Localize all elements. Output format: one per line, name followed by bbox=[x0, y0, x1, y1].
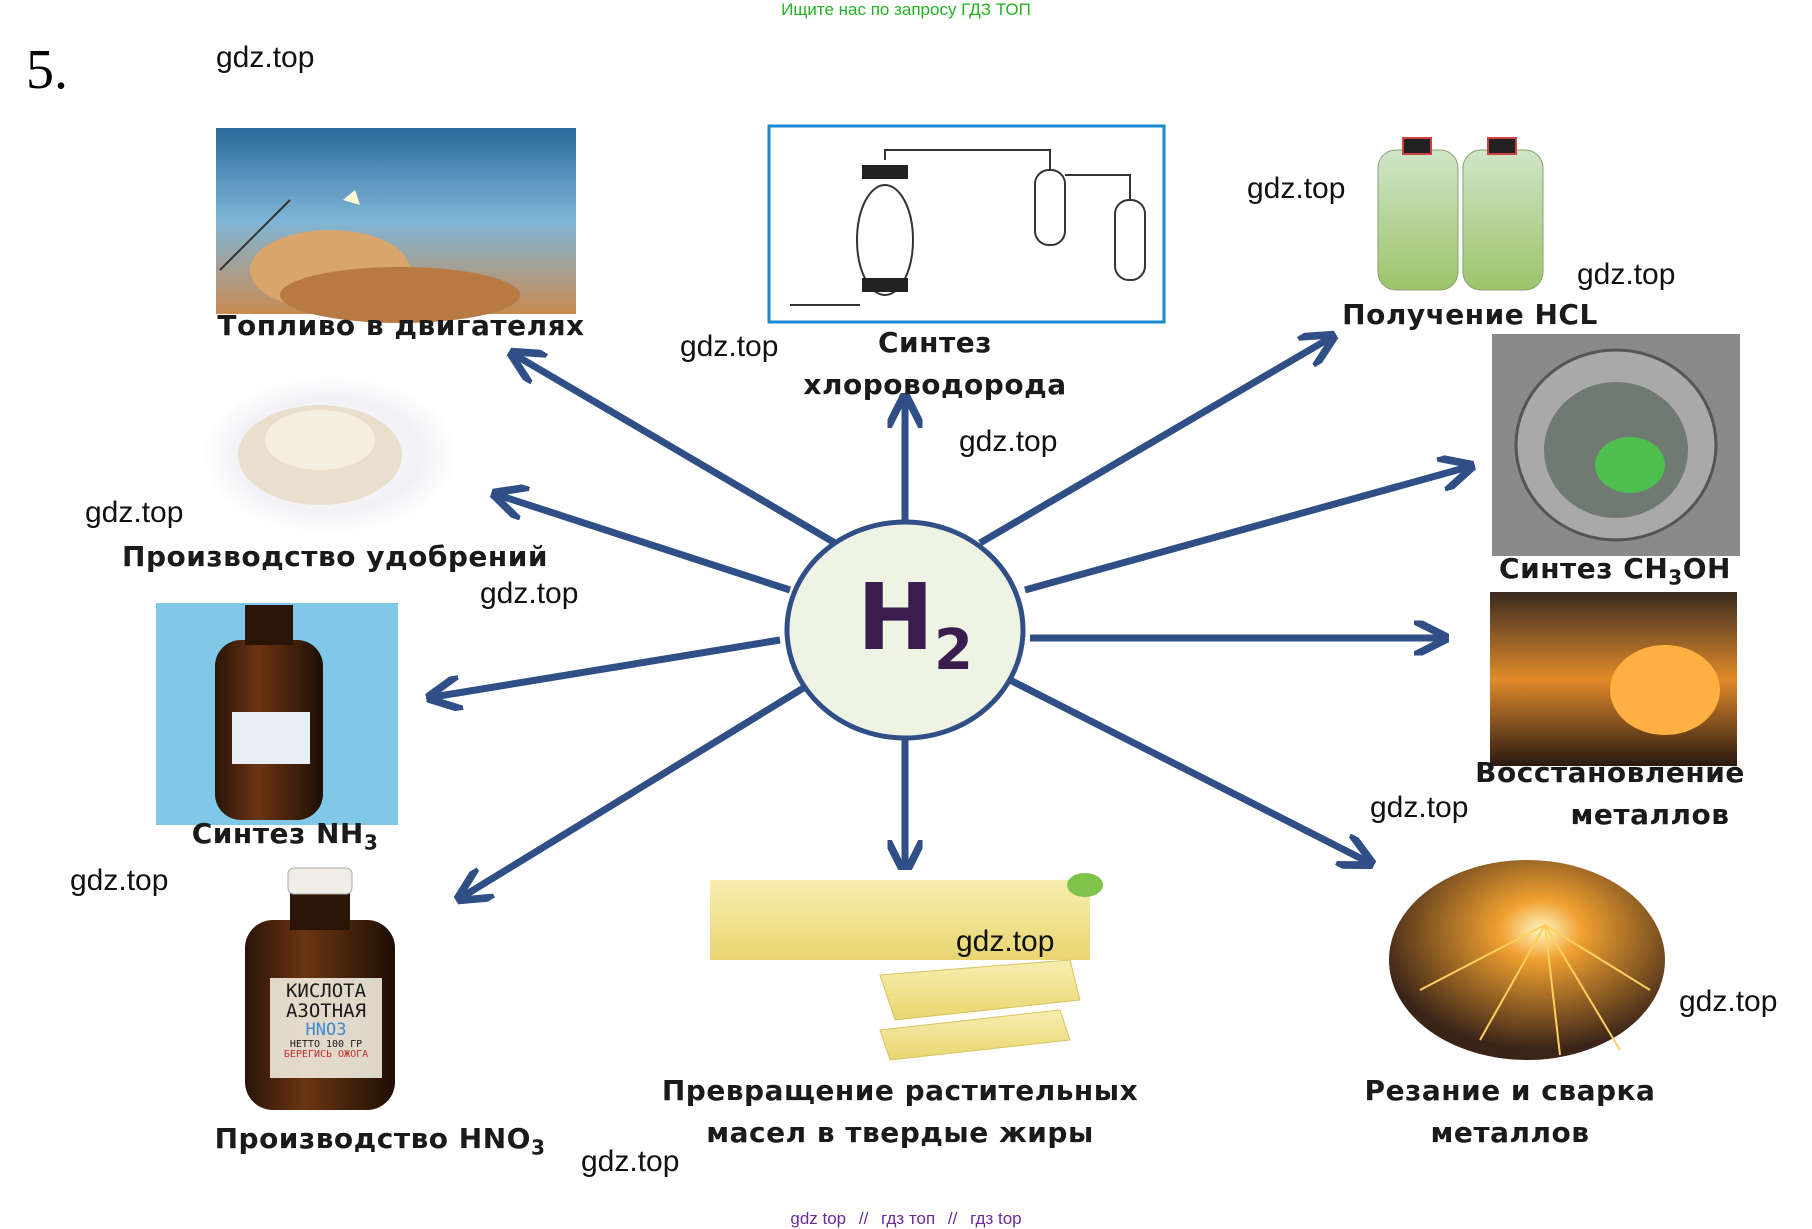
rocket-image bbox=[216, 128, 576, 323]
watermark: gdz.top bbox=[1577, 258, 1676, 291]
arrow-cutting bbox=[1008, 676, 1368, 862]
nh3-bottle-image bbox=[156, 603, 398, 825]
footer-item: gdz top bbox=[790, 1209, 847, 1228]
butter-image bbox=[697, 870, 1103, 1061]
hno3-bottle-label: КИСЛОТА АЗОТНАЯ HNO3 НЕТТО 100 ГР БЕРЕГИ… bbox=[273, 980, 379, 1061]
bottle-label-line4: НЕТТО 100 ГР bbox=[289, 1038, 363, 1050]
hno3-bottle-image bbox=[245, 867, 395, 1110]
label-hcl-synthesis-line2: хлороводорода bbox=[803, 368, 1067, 401]
hcl-bottles-image bbox=[1377, 137, 1544, 291]
footer-item: гдз top bbox=[970, 1209, 1022, 1228]
watermark: gdz.top bbox=[959, 425, 1058, 458]
label-oils-line2: масел в твердые жиры bbox=[706, 1116, 1094, 1149]
label-methanol-main: Синтез CH bbox=[1499, 552, 1669, 585]
label-cutting-line1: Резание и сварка bbox=[1364, 1074, 1656, 1107]
label-reduction: Восстановление металлов bbox=[1440, 752, 1780, 836]
arrow-nh3 bbox=[433, 636, 781, 697]
methanol-image bbox=[1492, 334, 1740, 556]
watermark: gdz.top bbox=[1370, 791, 1469, 824]
bottle-label-line3: HNO3 bbox=[305, 1019, 347, 1040]
watermark: gdz.top bbox=[85, 496, 184, 529]
label-fertilizers: Производство удобрений bbox=[122, 540, 548, 573]
footer: gdz top // гдз топ // гдз top bbox=[0, 1209, 1812, 1229]
label-cutting: Резание и сварка металлов bbox=[1330, 1070, 1690, 1154]
bottle-label-line5: БЕРЕГИСЬ ОЖОГА bbox=[283, 1049, 369, 1061]
label-cutting-line2: металлов bbox=[1430, 1116, 1590, 1149]
watermark: gdz.top bbox=[581, 1145, 680, 1178]
task-number: 5. bbox=[26, 39, 68, 101]
center-formula-main: H bbox=[857, 564, 935, 671]
center-circle bbox=[784, 519, 1026, 741]
label-methanol: Синтез CH3OH bbox=[1470, 548, 1760, 593]
arrows bbox=[433, 338, 1468, 897]
label-hcl-synthesis: Синтез хлороводорода bbox=[770, 322, 1100, 406]
footer-separator: // bbox=[858, 1209, 869, 1228]
fertilizer-image bbox=[200, 375, 460, 535]
bottle-label-line1: КИСЛОТА bbox=[285, 980, 367, 1002]
arrow-fertilizers bbox=[498, 495, 792, 594]
label-nh3-sub: 3 bbox=[363, 830, 379, 855]
bottle-label-line2: АЗОТНАЯ bbox=[285, 999, 367, 1022]
arrow-hcl bbox=[978, 338, 1330, 547]
label-hcl-synthesis-line1: Синтез bbox=[877, 326, 992, 359]
label-oils: Превращение растительных масел в твердые… bbox=[630, 1070, 1170, 1154]
watermark: gdz.top bbox=[480, 577, 579, 610]
label-reduction-line2: металлов bbox=[1570, 798, 1730, 831]
footer-separator: // bbox=[947, 1209, 958, 1228]
furnace-image bbox=[1490, 592, 1737, 766]
watermark: gdz.top bbox=[956, 925, 1055, 958]
cutting-image bbox=[1389, 860, 1665, 1060]
arrow-methanol bbox=[1024, 467, 1468, 594]
watermark: gdz.top bbox=[1247, 172, 1346, 205]
arrow-fuel bbox=[515, 355, 837, 547]
center-formula-sub: 2 bbox=[934, 618, 973, 683]
watermark: gdz.top bbox=[70, 864, 169, 897]
center-formula: H2 bbox=[845, 572, 985, 684]
top-banner: Ищите нас по запросу ГДЗ ТОП bbox=[781, 0, 1031, 19]
label-methanol-sub: 3 bbox=[1668, 565, 1683, 590]
label-nh3-main: Синтез NH bbox=[191, 817, 364, 850]
footer-item: гдз топ bbox=[881, 1209, 936, 1228]
label-hno3-sub: 3 bbox=[530, 1135, 546, 1160]
label-nh3: Синтез NH3 bbox=[150, 813, 420, 858]
apparatus-image bbox=[767, 124, 1166, 324]
label-methanol-tail: OH bbox=[1682, 552, 1731, 585]
watermark: gdz.top bbox=[680, 330, 779, 363]
label-fuel: Топливо в двигателях bbox=[217, 309, 585, 342]
label-hcl-production: Получение HCL bbox=[1342, 298, 1598, 331]
label-hno3: Производство HNO3 bbox=[170, 1118, 590, 1163]
label-reduction-line1: Восстановление bbox=[1475, 756, 1745, 789]
label-hno3-main: Производство HNO bbox=[214, 1122, 531, 1155]
watermark: gdz.top bbox=[216, 41, 315, 74]
arrow-hno3 bbox=[462, 684, 807, 897]
label-oils-line1: Превращение растительных bbox=[661, 1074, 1139, 1107]
watermark: gdz.top bbox=[1679, 985, 1778, 1018]
